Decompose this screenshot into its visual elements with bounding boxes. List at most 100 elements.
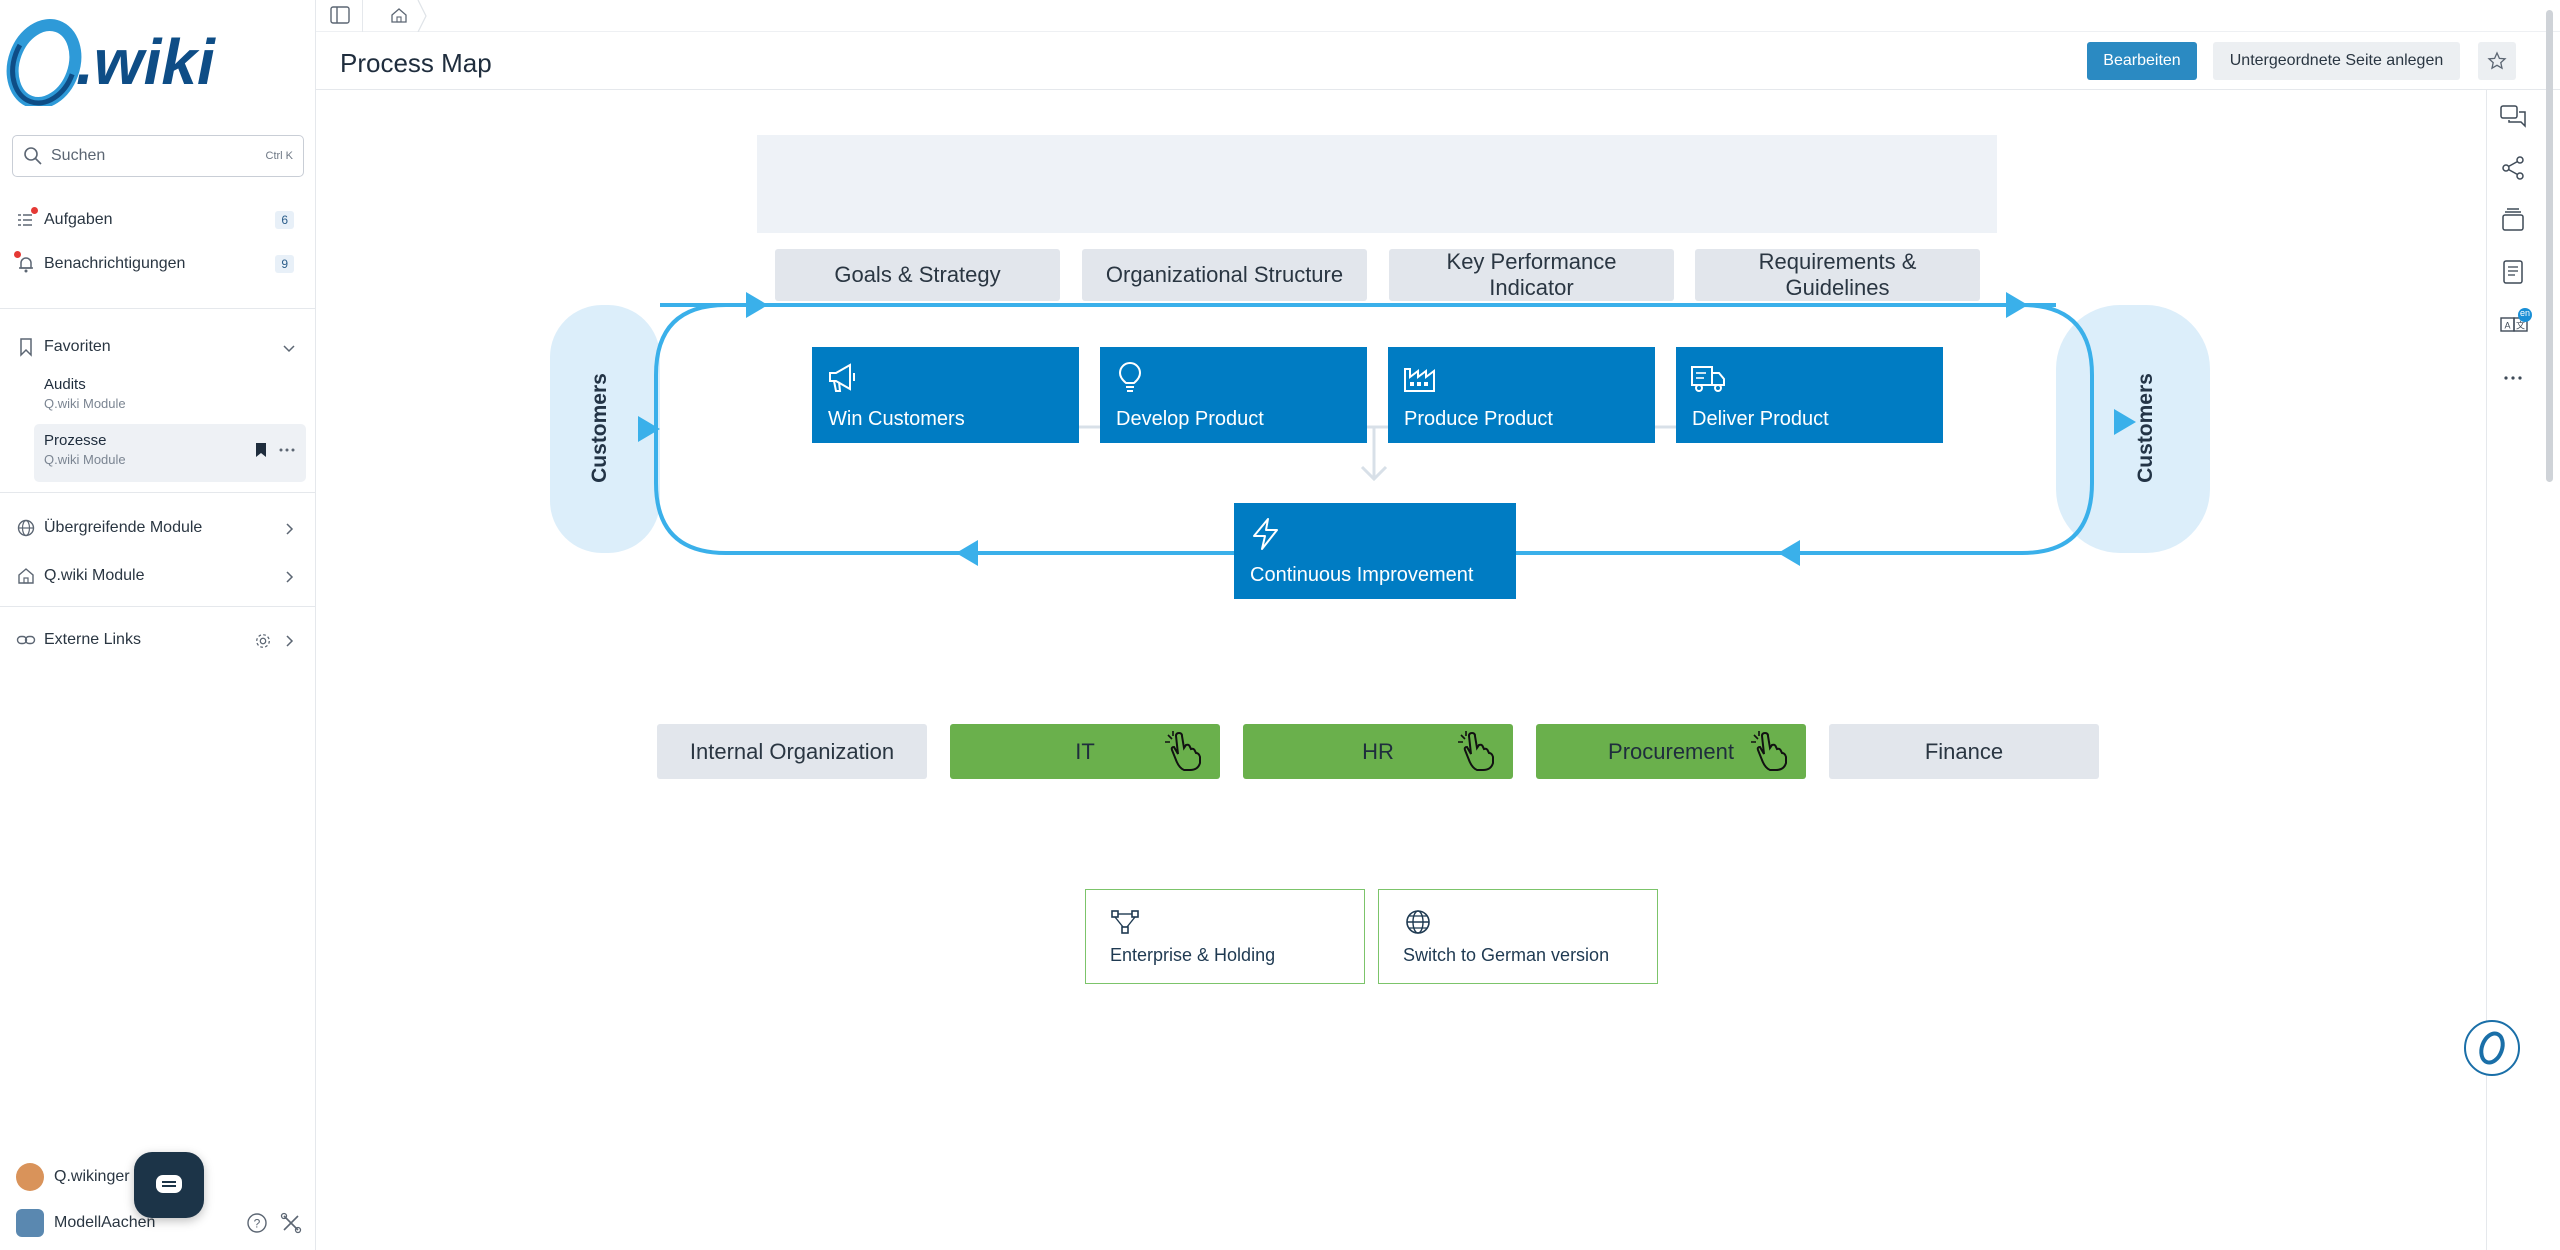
process-label: Deliver Product [1692, 408, 1829, 430]
notifications-alert-dot [14, 251, 21, 258]
lightbulb-icon [1118, 362, 1142, 392]
support-procurement[interactable]: Procurement [1536, 724, 1806, 779]
management-box-label: Key Performance Indicator [1446, 249, 1617, 300]
sidebar-item-qwiki-module[interactable]: Q.wiki Module [16, 566, 300, 586]
favorite-item-audits[interactable]: Audits Q.wiki Module [34, 368, 306, 426]
qwiki-logo[interactable]: .wiki [6, 6, 246, 106]
chevron-right-icon[interactable] [283, 571, 295, 583]
sidebar-divider [0, 492, 315, 493]
process-continuous-improvement[interactable]: Continuous Improvement [1234, 503, 1516, 599]
favorites-section-header[interactable]: Favoriten [16, 337, 300, 357]
comments-icon[interactable] [2499, 102, 2527, 130]
search-icon [24, 147, 42, 165]
sidebar-item-label: Benachrichtigungen [44, 255, 186, 272]
more-icon[interactable] [278, 447, 296, 453]
megaphone-icon [829, 363, 855, 392]
management-box-requirements[interactable]: Requirements & Guidelines [1695, 249, 1980, 301]
process-produce-product[interactable]: Produce Product [1388, 347, 1655, 443]
gear-icon[interactable] [254, 632, 272, 650]
search-placeholder: Suchen [51, 147, 106, 164]
support-label: HR [1362, 738, 1394, 764]
document-icon[interactable] [2499, 258, 2527, 286]
management-box-kpi[interactable]: Key Performance Indicator [1389, 249, 1674, 301]
chat-button[interactable] [134, 1152, 204, 1218]
sidebar-item-label: Q.wiki Module [44, 567, 145, 584]
link-enterprise-holding[interactable]: Enterprise & Holding [1085, 889, 1365, 984]
qwiki-assistant-button[interactable] [2464, 1020, 2520, 1076]
process-map: Customers Customers Goals & Strategy Org… [316, 91, 2486, 1250]
sidebar-item-label: Übergreifende Module [44, 519, 203, 536]
sidebar-item-label: Aufgaben [44, 211, 113, 228]
notifications-count-badge: 9 [275, 255, 294, 273]
tasks-icon [16, 207, 38, 230]
sidebar-item-notifications[interactable]: Benachrichtigungen 9 [14, 251, 300, 274]
sidebar-divider [0, 308, 315, 309]
sidebar-toggle-icon[interactable] [330, 6, 350, 24]
user-modellaachen[interactable]: ModellAachen [16, 1209, 155, 1237]
pointer-hand-icon [1751, 731, 1787, 771]
bookmark-filled-icon[interactable] [254, 442, 268, 458]
network-icon [1111, 910, 1139, 934]
qwiki-logo-icon [2479, 1031, 2505, 1065]
search-input[interactable]: Suchen Ctrl K [12, 135, 304, 177]
process-win-customers[interactable]: Win Customers [812, 347, 1079, 443]
pointer-hand-icon [1165, 731, 1201, 771]
customers-right-pill [2056, 305, 2210, 553]
avatar [16, 1163, 44, 1191]
sidebar-divider [0, 606, 315, 607]
edit-button[interactable]: Bearbeiten [2087, 42, 2197, 80]
support-finance[interactable]: Finance [1829, 724, 2099, 779]
create-subpage-button[interactable]: Untergeordnete Seite anlegen [2213, 42, 2460, 80]
factory-icon [1404, 368, 1435, 392]
sidebar: .wiki Suchen Ctrl K Aufgaben 6 Benachric… [0, 0, 316, 1250]
home-icon[interactable] [390, 7, 408, 24]
search-shortcut: Ctrl K [265, 150, 294, 162]
management-box-label: Organizational Structure [1105, 262, 1344, 287]
user-label: ModellAachen [54, 1214, 156, 1231]
favorites-label: Favoriten [44, 338, 111, 355]
sidebar-item-tasks[interactable]: Aufgaben 6 [16, 207, 300, 230]
process-label: Develop Product [1116, 408, 1264, 430]
home-icon [16, 566, 36, 586]
process-label: Produce Product [1404, 408, 1553, 430]
chevron-down-icon[interactable] [283, 342, 295, 354]
process-label: Continuous Improvement [1250, 564, 1474, 586]
management-box-organization[interactable]: Organizational Structure [1082, 249, 1367, 301]
chat-icon [156, 1175, 182, 1193]
tasks-count-badge: 6 [275, 211, 294, 229]
management-box-goals[interactable]: Goals & Strategy [775, 249, 1060, 301]
more-icon[interactable] [2499, 364, 2527, 392]
flow-arrow [638, 416, 660, 442]
lightning-icon [1253, 518, 1278, 550]
share-icon[interactable] [2499, 154, 2527, 182]
translate-language-badge: en [2520, 308, 2531, 318]
svg-text:A: A [2504, 321, 2510, 331]
process-develop-product[interactable]: Develop Product [1100, 347, 1367, 443]
favorite-star-button[interactable] [2478, 42, 2516, 80]
flow-arrow [956, 540, 978, 566]
support-label: Finance [1924, 738, 2004, 764]
favorite-item-prozesse[interactable]: Prozesse Q.wiki Module [34, 424, 306, 482]
tools-icon[interactable] [280, 1212, 302, 1234]
versions-icon[interactable] [2499, 206, 2527, 234]
customers-left-label: Customers [588, 373, 611, 483]
truck-icon [1691, 366, 1725, 392]
chevron-right-icon[interactable] [283, 523, 295, 535]
chevron-right-icon[interactable] [283, 635, 295, 647]
process-deliver-product[interactable]: Deliver Product [1676, 347, 1943, 443]
support-internal-organization[interactable]: Internal Organization [657, 724, 927, 779]
customers-right-label: Customers [2134, 373, 2157, 483]
help-icon[interactable]: ? [246, 1212, 268, 1234]
user-qwikinger[interactable]: Q.wikinger [16, 1163, 130, 1191]
sidebar-item-externe-links[interactable]: Externe Links [16, 630, 300, 650]
sidebar-item-uebergreifende-module[interactable]: Übergreifende Module [16, 518, 300, 538]
globe-icon [1406, 910, 1430, 934]
support-it[interactable]: IT [950, 724, 1220, 779]
link-icon [16, 630, 36, 650]
avatar [16, 1209, 44, 1237]
scrollbar-thumb[interactable] [2546, 10, 2553, 482]
link-switch-german[interactable]: Switch to German version [1378, 889, 1658, 984]
support-hr[interactable]: HR [1243, 724, 1513, 779]
